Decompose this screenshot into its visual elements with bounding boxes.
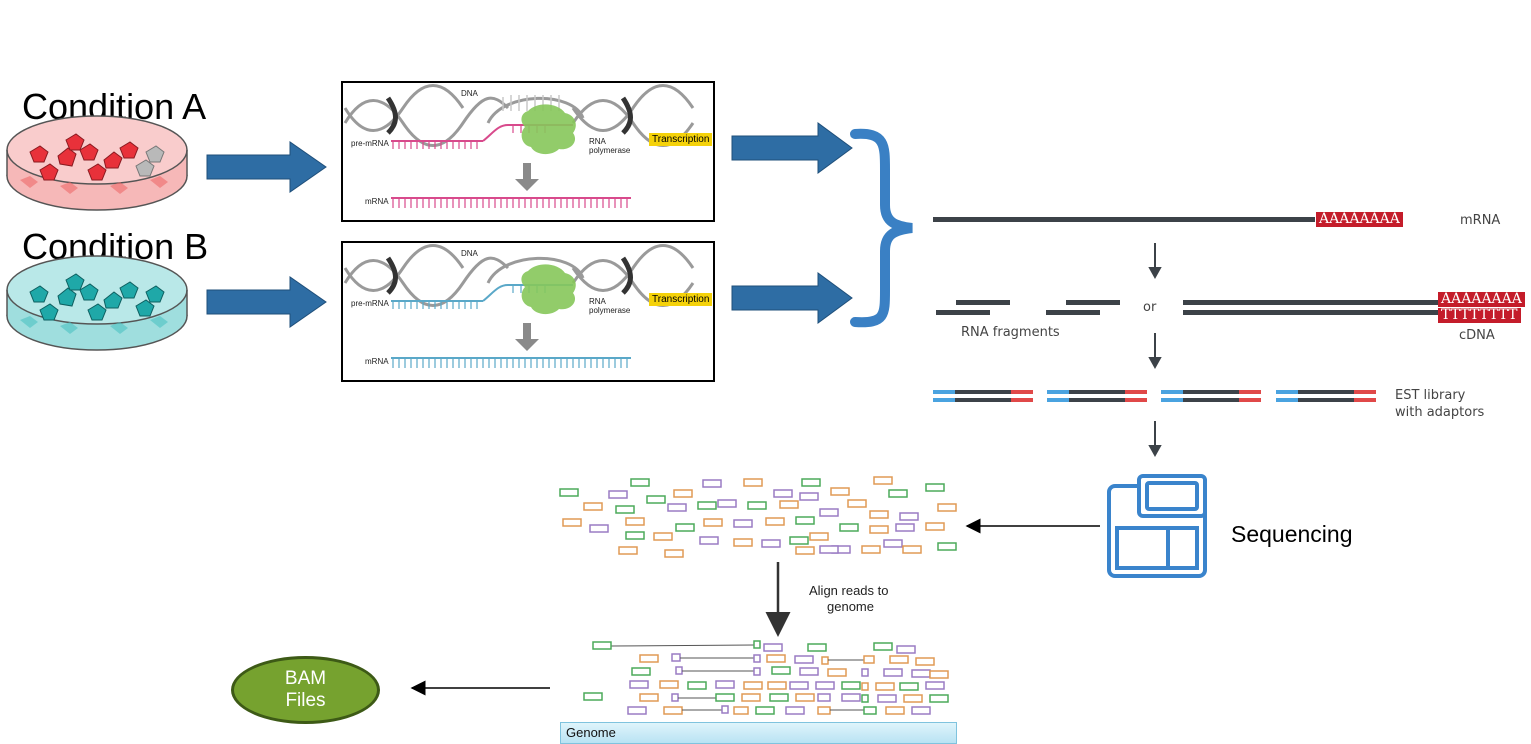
est-library-label-1: EST library xyxy=(1395,388,1466,403)
bam-label-2: Files xyxy=(285,690,326,711)
cdna-poly-a: AAAAAAAA xyxy=(1438,292,1525,307)
polymerase-label-a-2: polymerase xyxy=(589,146,631,155)
align-label-2: genome xyxy=(827,599,874,614)
mrna-label-a: mRNA xyxy=(365,197,389,206)
petri-dish-b xyxy=(6,255,188,351)
merge-brace xyxy=(850,128,913,328)
genome-bar: Genome xyxy=(560,722,957,744)
pre-mrna-label-a: pre-mRNA xyxy=(351,139,389,148)
poly-a-tail: AAAAAAAA xyxy=(1316,212,1403,227)
mrna-label-b: mRNA xyxy=(365,357,389,366)
dna-helix-a xyxy=(343,84,695,208)
align-label-1: Align reads to xyxy=(809,583,889,598)
dna-helix-b xyxy=(343,244,695,368)
transcription-tag-b: Transcription xyxy=(649,293,713,306)
est-adaptors xyxy=(933,390,1376,402)
polymerase-label-b-2: polymerase xyxy=(589,306,631,315)
polymerase-label-a-1: RNA xyxy=(589,137,606,146)
sequencing-label: Sequencing xyxy=(1231,521,1353,547)
transcription-tag-a: Transcription xyxy=(649,133,713,146)
petri-dish-a xyxy=(6,115,188,211)
rna-fragments-label: RNA fragments xyxy=(961,325,1060,340)
est-library-label-2: with adaptors xyxy=(1395,405,1485,420)
sequence-reads xyxy=(559,476,957,558)
genome-label: Genome xyxy=(566,725,616,740)
cdna-poly-t: TTTTTTTT xyxy=(1438,308,1521,323)
aligned-reads xyxy=(583,640,949,715)
transcription-panel-a: DNA pre-mRNA RNA polymerase Transcriptio… xyxy=(341,81,715,222)
polymerase-label-b-1: RNA xyxy=(589,297,606,306)
cdna-label: cDNA xyxy=(1459,328,1495,343)
bam-label-1: BAM xyxy=(284,668,327,689)
flow-arrows xyxy=(206,122,853,328)
dna-label-a: DNA xyxy=(461,89,478,98)
pre-mrna-label-b: pre-mRNA xyxy=(351,299,389,308)
or-label: or xyxy=(1143,300,1157,315)
sequencer-icon xyxy=(1107,474,1207,578)
mrna-label: mRNA xyxy=(1460,213,1501,228)
transcription-panel-b: DNA pre-mRNA RNA polymerase Transcriptio… xyxy=(341,241,715,382)
bam-files-node: BAM Files xyxy=(231,656,380,724)
dna-label-b: DNA xyxy=(461,249,478,258)
